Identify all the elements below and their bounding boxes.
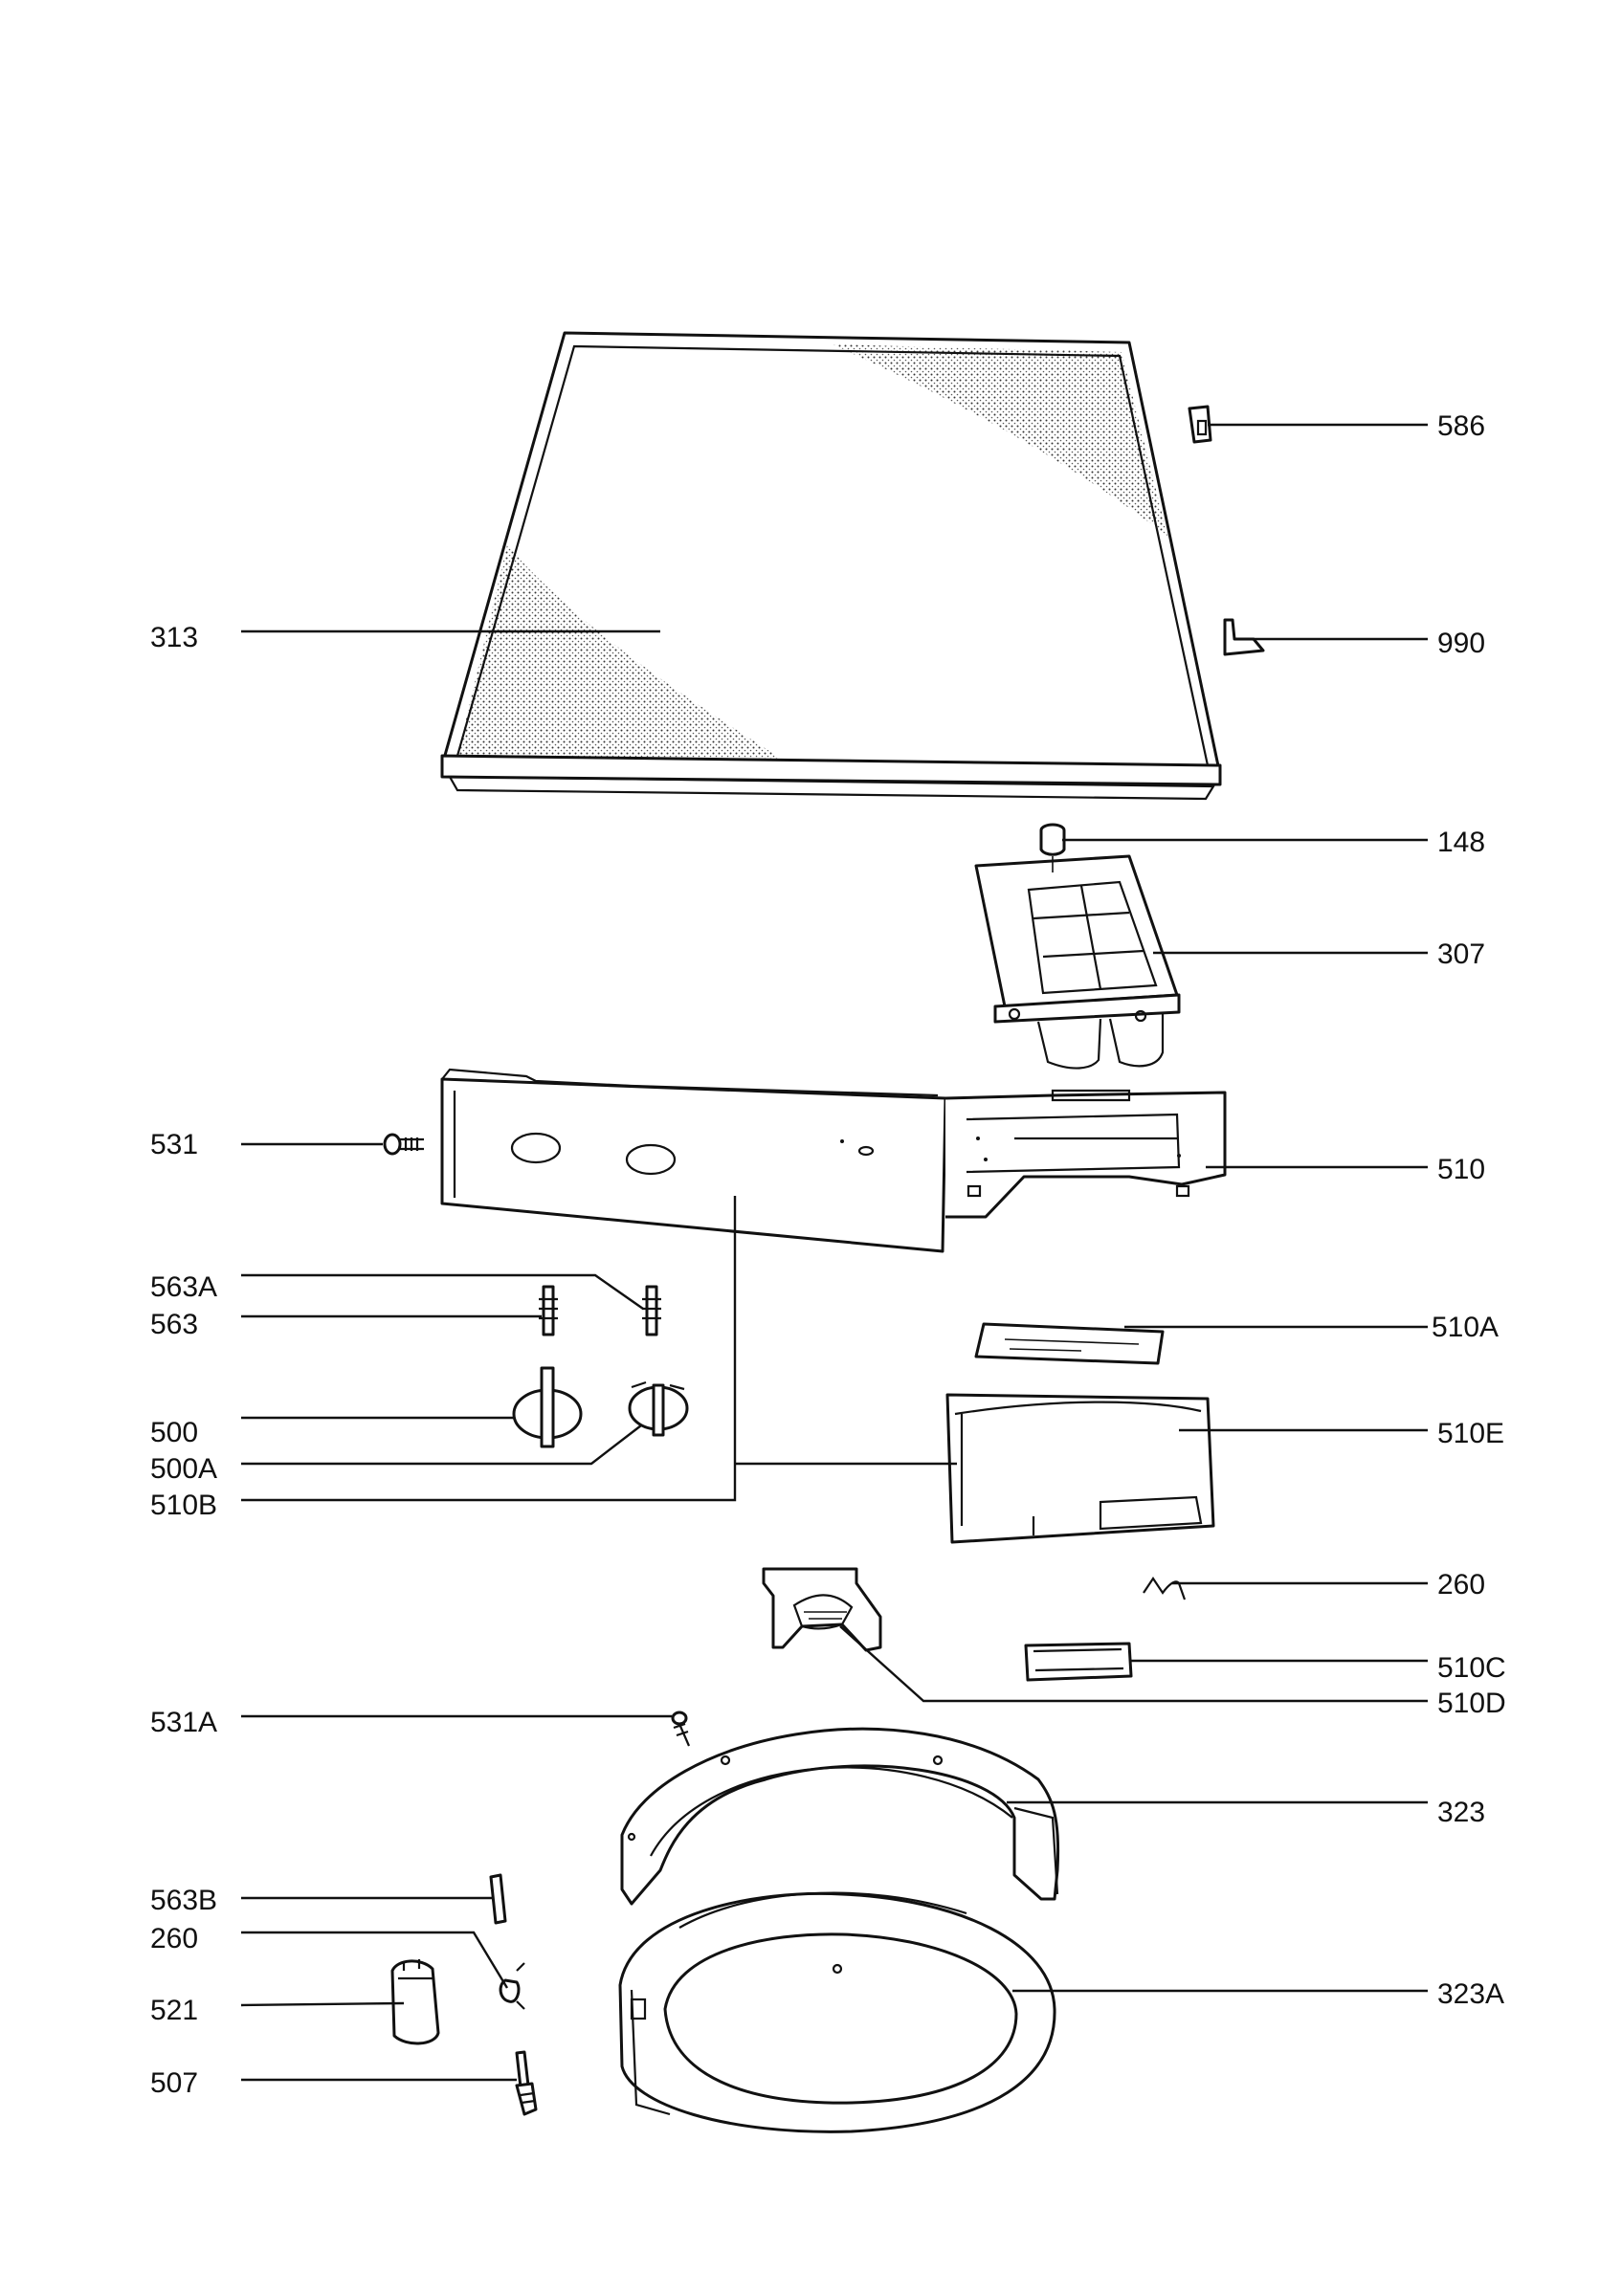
part-563-pin <box>539 1285 558 1336</box>
part-313-lid <box>440 331 1222 801</box>
part-148-knob <box>1039 823 1066 856</box>
part-990-bracket <box>1223 618 1265 656</box>
part-323-door-frame <box>620 1727 1060 1906</box>
label-510c: 510C <box>1437 1652 1506 1684</box>
label-260-lower: 260 <box>150 1923 198 1954</box>
part-531-screw <box>383 1133 424 1156</box>
label-531: 531 <box>150 1129 198 1160</box>
leader-lines <box>240 423 1428 2082</box>
part-307-dispenser-drawer <box>974 854 1181 1070</box>
label-507: 507 <box>150 2067 198 2099</box>
label-323: 323 <box>1437 1797 1485 1828</box>
part-510c-button <box>1024 1642 1133 1682</box>
label-148: 148 <box>1437 827 1485 858</box>
label-521: 521 <box>150 1995 198 2026</box>
label-313: 313 <box>150 622 198 653</box>
label-510: 510 <box>1437 1154 1485 1185</box>
label-586: 586 <box>1437 410 1485 442</box>
part-563b-pin <box>489 1873 507 1925</box>
part-323a-door-ring <box>618 1891 1056 2133</box>
label-563: 563 <box>150 1309 198 1340</box>
part-531a-screw <box>671 1711 691 1747</box>
part-510a-label-plate <box>974 1322 1165 1365</box>
label-500a: 500A <box>150 1453 217 1485</box>
part-563a-pin <box>642 1285 661 1336</box>
label-531a: 531A <box>150 1707 217 1738</box>
part-510e-drawer-front <box>945 1393 1215 1544</box>
part-500-knob <box>512 1366 583 1448</box>
part-507-hinge-pin <box>515 2050 538 2116</box>
label-323a: 323A <box>1437 1978 1504 2010</box>
part-586-clip <box>1188 405 1212 444</box>
part-260-spring <box>1143 1577 1187 1601</box>
label-260: 260 <box>1437 1569 1485 1601</box>
part-510d-lamp-housing <box>762 1567 882 1652</box>
label-500: 500 <box>150 1417 198 1448</box>
label-563b: 563B <box>150 1885 217 1916</box>
part-521-latch <box>390 1959 440 2045</box>
label-307: 307 <box>1437 938 1485 970</box>
label-510d: 510D <box>1437 1688 1506 1719</box>
label-510a: 510A <box>1432 1312 1499 1343</box>
label-990: 990 <box>1437 628 1485 659</box>
label-510b: 510B <box>150 1490 217 1521</box>
part-260-spring-lower <box>499 1962 525 2010</box>
part-500a-knob <box>628 1380 689 1437</box>
label-510e: 510E <box>1437 1418 1504 1449</box>
callout-labels: 586 313 990 148 307 531 510 563A 563 510… <box>150 410 1506 2099</box>
label-563a: 563A <box>150 1271 217 1303</box>
part-510-control-panel <box>440 1068 1227 1253</box>
